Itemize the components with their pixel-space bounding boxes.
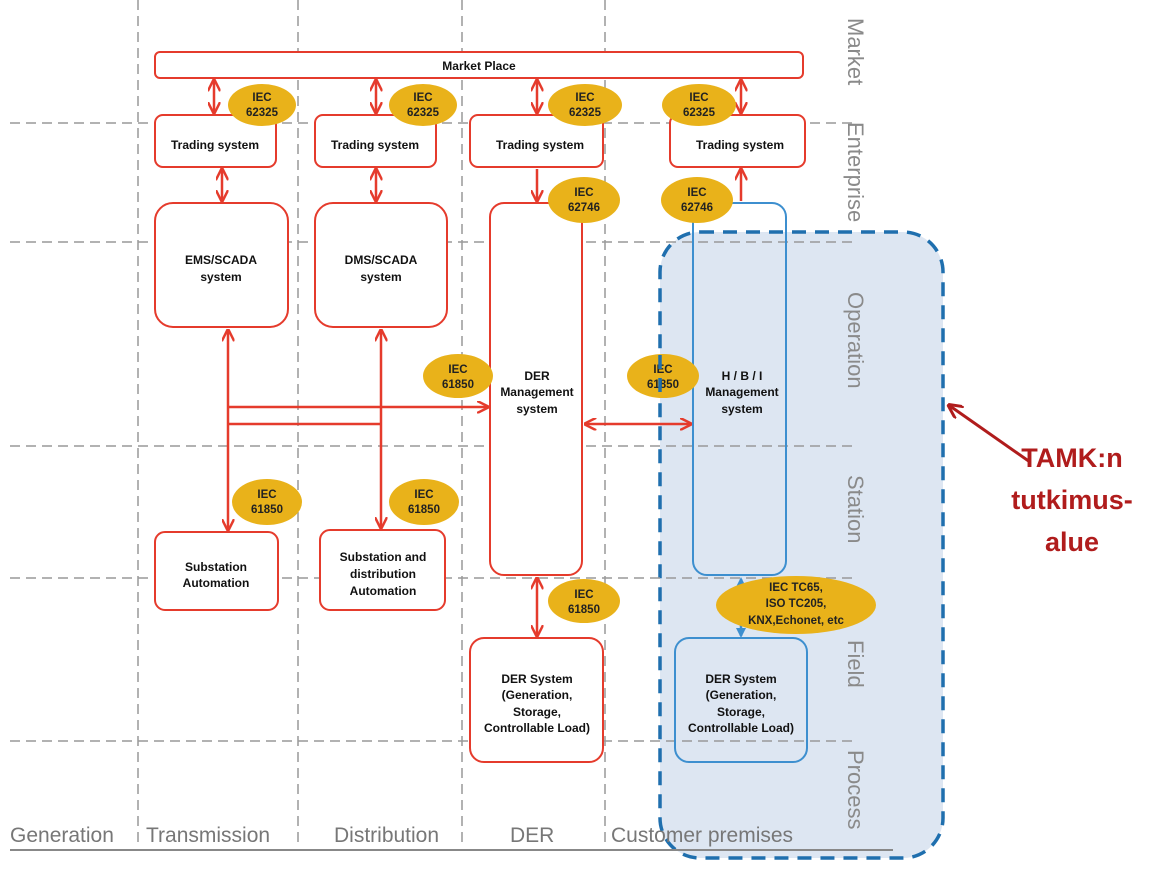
annotation-arrow bbox=[950, 406, 1031, 464]
ems-scada-system: EMS/SCADA system bbox=[154, 202, 289, 328]
label-text: 62325 bbox=[569, 107, 602, 119]
zone-process: Process bbox=[843, 750, 868, 829]
label-text: IEC bbox=[448, 364, 467, 376]
label-text: DER System bbox=[705, 672, 776, 686]
standard-iec-62325: IEC 62325 bbox=[389, 84, 457, 126]
label-text: DER bbox=[524, 369, 550, 383]
label-text: 62746 bbox=[568, 202, 600, 214]
label-text: IEC bbox=[687, 187, 706, 199]
dms-scada-system: DMS/SCADA system bbox=[314, 202, 448, 328]
trading-system-customer: Trading system bbox=[669, 114, 806, 168]
standard-iec-62746: IEC 62746 bbox=[548, 177, 620, 223]
label-text: Substation bbox=[185, 560, 247, 574]
trading-system-distribution: Trading system bbox=[314, 114, 437, 168]
standard-iec-61850: IEC 61850 bbox=[389, 479, 459, 525]
label-text: DER System bbox=[501, 672, 572, 686]
label-text: IEC bbox=[689, 92, 708, 104]
standard-iec-62325: IEC 62325 bbox=[228, 84, 296, 126]
label-text: Management bbox=[500, 385, 573, 399]
label-text: 61850 bbox=[408, 504, 440, 516]
label-text: Trading system bbox=[696, 138, 784, 152]
label-text: IEC bbox=[257, 489, 276, 501]
label-text: Trading system bbox=[496, 138, 584, 152]
label-text: Management bbox=[705, 385, 778, 399]
standard-iec-62325: IEC 62325 bbox=[548, 84, 622, 126]
label-text: EMS/SCADA bbox=[185, 253, 257, 267]
hbi-management-system: H / B / I Management system bbox=[692, 202, 787, 576]
label-text: IEC bbox=[574, 187, 593, 199]
label-text: 62746 bbox=[681, 202, 713, 214]
der-system-customer: DER System (Generation, Storage, Control… bbox=[674, 637, 808, 763]
label-text: IEC bbox=[413, 92, 432, 104]
der-management-system: DER Management system bbox=[489, 202, 583, 576]
label-text: 62325 bbox=[246, 107, 279, 119]
label-text: Storage, bbox=[513, 705, 561, 719]
substation-distribution-automation: Substation and distribution Automation bbox=[319, 529, 446, 611]
label-text: Controllable Load) bbox=[484, 721, 590, 735]
column-distribution: Distribution bbox=[334, 824, 439, 847]
column-labels: Generation Transmission Distribution DER… bbox=[10, 824, 793, 847]
label-text: (Generation, bbox=[502, 688, 573, 702]
label-text: Trading system bbox=[171, 138, 259, 152]
trading-system-transmission: Trading system bbox=[154, 114, 277, 168]
label-text: system bbox=[360, 270, 401, 284]
label-text: system bbox=[721, 402, 762, 416]
trading-system-der: Trading system bbox=[469, 114, 604, 168]
label-text: 61850 bbox=[568, 604, 600, 616]
label-text: IEC bbox=[252, 92, 271, 104]
standard-iec-61850: IEC 61850 bbox=[627, 354, 699, 398]
research-area-highlight bbox=[658, 230, 945, 860]
label-text: tutkimus- bbox=[1011, 485, 1133, 515]
label-text: Controllable Load) bbox=[688, 721, 794, 735]
label-text: H / B / I bbox=[722, 369, 763, 383]
label-text: distribution bbox=[350, 567, 416, 581]
label-text: 61850 bbox=[647, 379, 679, 391]
standard-iec-62746: IEC 62746 bbox=[661, 177, 733, 223]
label-text: 61850 bbox=[251, 504, 283, 516]
column-generation: Generation bbox=[10, 824, 114, 847]
label-text: system bbox=[200, 270, 241, 284]
label-text: IEC TC65, bbox=[769, 582, 823, 594]
label-text: alue bbox=[1045, 527, 1099, 557]
label-text: (Generation, bbox=[706, 688, 777, 702]
label-text: IEC bbox=[653, 364, 672, 376]
der-system: DER System (Generation, Storage, Control… bbox=[469, 637, 604, 763]
label-text: 62325 bbox=[683, 107, 716, 119]
label-text: IEC bbox=[414, 489, 433, 501]
label-text: Automation bbox=[183, 576, 250, 590]
label-text: 62325 bbox=[407, 107, 440, 119]
label-text: ISO TC205, bbox=[766, 598, 827, 610]
column-customer-premises: Customer premises bbox=[611, 824, 793, 847]
label-text: TAMK:n bbox=[1021, 443, 1122, 473]
label-text: Substation and bbox=[340, 550, 427, 564]
label-text: KNX,Echonet, etc bbox=[748, 615, 844, 627]
label-text: 61850 bbox=[442, 379, 474, 391]
label-text: DMS/SCADA bbox=[345, 253, 418, 267]
zone-operation: Operation bbox=[843, 292, 868, 389]
market-place-box: Market Place bbox=[154, 51, 804, 79]
standard-iec-62325: IEC 62325 bbox=[662, 84, 736, 126]
zone-labels: Market Enterprise Operation Station Fiel… bbox=[843, 18, 868, 829]
zone-station: Station bbox=[843, 475, 868, 544]
annotation-label: TAMK:n tutkimus- alue bbox=[1011, 443, 1133, 557]
standard-multi: IEC TC65, ISO TC205, KNX,Echonet, etc bbox=[716, 576, 876, 634]
zone-market: Market bbox=[843, 18, 868, 85]
standard-iec-61850: IEC 61850 bbox=[232, 479, 302, 525]
label-text: system bbox=[516, 402, 557, 416]
substation-automation: Substation Automation bbox=[154, 531, 279, 611]
standard-iec-61850: IEC 61850 bbox=[548, 579, 620, 623]
label-text: Market Place bbox=[442, 59, 516, 73]
zone-enterprise: Enterprise bbox=[843, 122, 868, 222]
label-text: Trading system bbox=[331, 138, 419, 152]
column-transmission: Transmission bbox=[146, 824, 270, 847]
standard-iec-61850: IEC 61850 bbox=[423, 354, 493, 398]
column-der: DER bbox=[510, 824, 554, 847]
label-text: Automation bbox=[350, 584, 417, 598]
label-text: IEC bbox=[575, 92, 594, 104]
zone-field: Field bbox=[843, 640, 868, 688]
label-text: IEC bbox=[574, 589, 593, 601]
label-text: Storage, bbox=[717, 705, 765, 719]
